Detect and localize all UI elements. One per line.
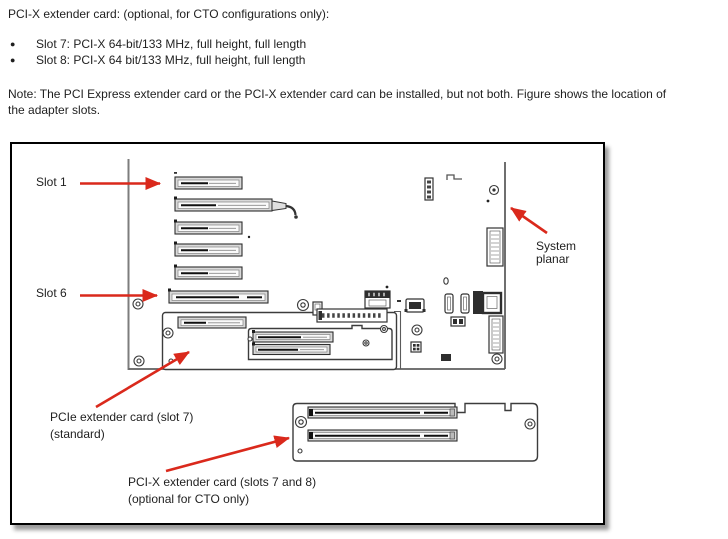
bullet-item: Slot 7: PCI-X 64-bit/133 MHz, full heigh…: [10, 35, 306, 53]
bullet-item: Slot 8: PCI-X 64 bit/133 MHz, full heigh…: [10, 51, 305, 69]
pcie-extender-callout-line1: PCIe extender card (slot 7): [50, 410, 194, 424]
bullet-text: Slot 8: PCI-X 64 bit/133 MHz, full heigh…: [36, 53, 306, 67]
slot1-callout: Slot 1: [36, 175, 67, 189]
figure-frame: [10, 142, 605, 525]
pcie-extender-callout-line2: (standard): [50, 427, 105, 441]
system-planar-callout: System planar: [536, 239, 577, 266]
bullet-dot-icon: [10, 39, 36, 49]
pcix-extender-callout-line2: (optional for CTO only): [128, 492, 250, 506]
slot6-callout: Slot 6: [36, 286, 67, 300]
note-text: Note: The PCI Express extender card or t…: [8, 87, 667, 117]
pcix-extender-callout: PCI-X extender card (slots 7 and 8) (opt…: [128, 474, 316, 508]
pcix-extender-callout-line1: PCI-X extender card (slots 7 and 8): [128, 475, 317, 489]
bullet-text: Slot 7: PCI-X 64-bit/133 MHz, full heigh…: [36, 37, 307, 51]
pcie-extender-callout: PCIe extender card (slot 7) (standard): [50, 409, 193, 443]
intro-text: PCI-X extender card: (optional, for CTO …: [8, 7, 330, 21]
bullet-dot-icon: [10, 55, 36, 65]
